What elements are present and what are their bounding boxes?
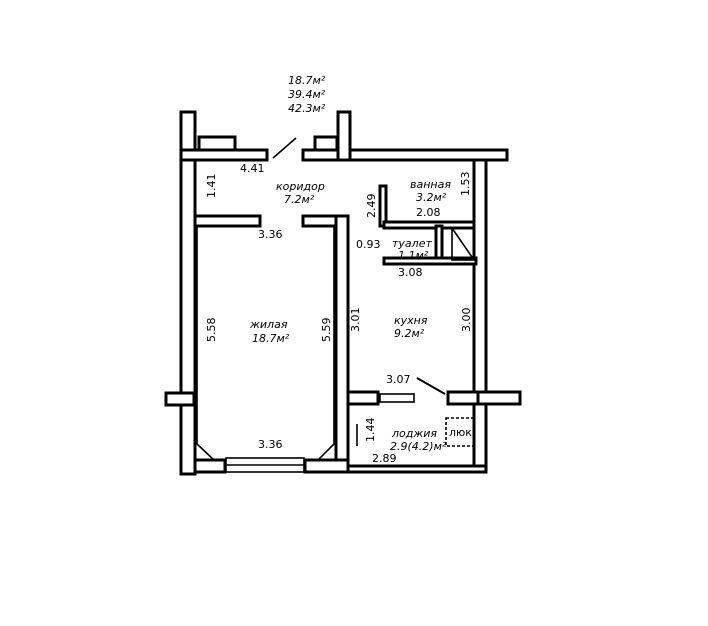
total-living: 18.7м²	[288, 74, 326, 87]
loggia-wall-bottom	[346, 464, 488, 474]
dim-kitchen-left: 3.01	[349, 308, 362, 333]
kitchen-name: кухня	[394, 314, 428, 327]
living-wall-bottom-left	[193, 458, 227, 474]
dim-living-left: 5.58	[205, 318, 218, 343]
dim-living-right: 5.59	[320, 318, 333, 343]
loggia-name: лоджия	[391, 427, 437, 440]
dim-toilet-height: 0.93	[356, 238, 381, 251]
bathroom-name: ванная	[410, 178, 451, 191]
dim-kitchen-width: 3.07	[386, 373, 411, 386]
toilet-area: 1.1м²	[398, 249, 429, 262]
bathroom-area: 3.2м²	[416, 191, 447, 204]
kitchen-loggia-wall-right	[446, 390, 480, 406]
kitchen-door	[416, 377, 446, 395]
vent-shaft-diagonal	[451, 227, 475, 261]
entrance-jamb-right	[313, 135, 339, 152]
outer-wall-right	[472, 158, 488, 472]
living-kitchen-wall	[334, 214, 350, 468]
hatch	[445, 417, 475, 447]
bathroom-wall-left	[378, 184, 388, 228]
kitchen-area: 9.2м²	[394, 327, 425, 340]
dim-corridor-depth: 1.41	[205, 174, 218, 199]
dim-kitchen-right: 3.00	[460, 308, 473, 333]
entrance-jamb-left	[197, 135, 237, 152]
corridor-area: 7.2м²	[284, 193, 315, 206]
vent-shaft	[451, 227, 475, 261]
dim-loggia-width: 2.89	[372, 452, 397, 465]
wall-stub-left	[164, 391, 196, 407]
loggia-area: 2.9(4.2)м²	[390, 440, 447, 453]
wall-stub-right	[472, 390, 522, 406]
hatch-label: люк	[449, 426, 472, 439]
living-wall-bottom-right	[303, 458, 350, 474]
bathroom-wall-bottom	[382, 220, 476, 230]
living-area: 18.7м²	[252, 332, 290, 345]
kitchen-door-frame	[379, 393, 415, 403]
corridor-wall-left	[193, 214, 262, 228]
entry-pointer	[272, 137, 297, 159]
total-area: 42.3м²	[288, 102, 326, 115]
toilet-name: туалет	[392, 237, 432, 250]
living-name: жилая	[249, 318, 288, 331]
entrance-wall-right	[301, 148, 509, 162]
dim-bath-side: 1.53	[459, 172, 472, 197]
living-inner-right	[317, 226, 335, 461]
corridor-name: коридор	[276, 180, 325, 193]
dim-living-bottom: 3.36	[258, 438, 283, 451]
dim-bath-height: 2.49	[365, 194, 378, 219]
living-inner-left	[196, 226, 215, 461]
dim-entry-width: 4.41	[240, 162, 265, 175]
dim-bath-width: 2.08	[416, 206, 441, 219]
divider-wall-top	[336, 110, 352, 162]
dim-corridor-width: 3.36	[258, 228, 283, 241]
kitchen-loggia-wall-left	[346, 390, 380, 406]
total-usable: 39.4м²	[288, 88, 326, 101]
dim-toilet-width: 3.08	[398, 266, 423, 279]
dim-loggia-height: 1.44	[364, 418, 377, 443]
outer-wall-left	[179, 110, 197, 476]
toilet-wall-bottom	[382, 256, 478, 266]
